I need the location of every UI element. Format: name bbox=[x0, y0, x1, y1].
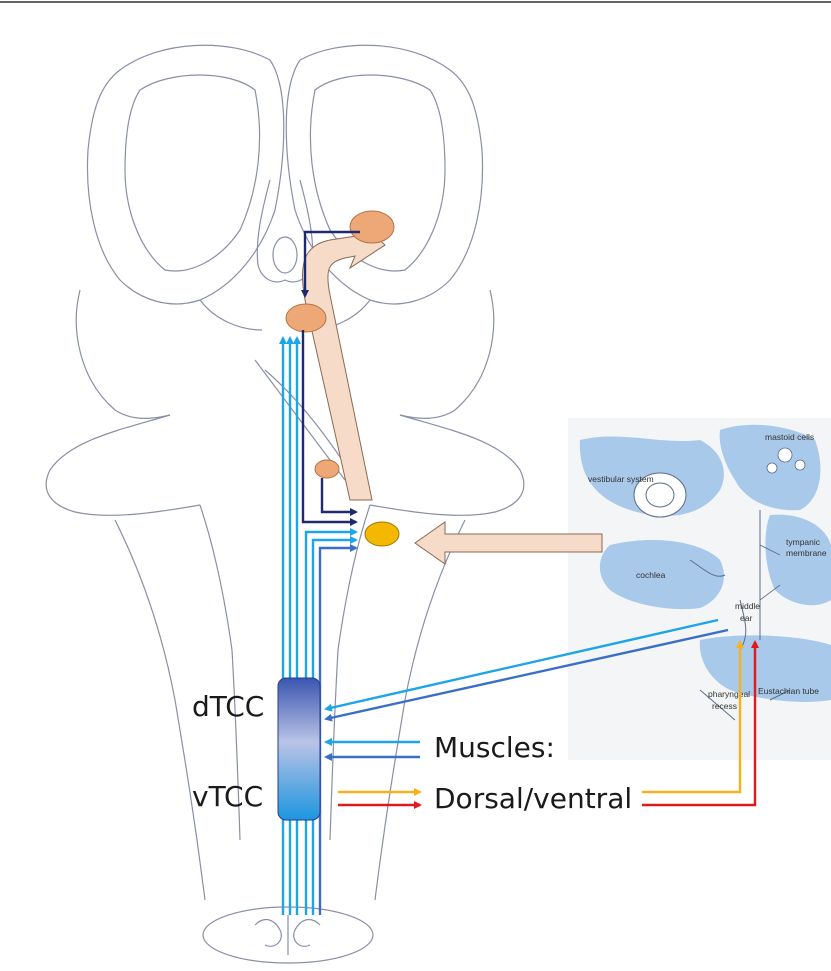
brainstem-outline bbox=[46, 45, 524, 963]
nucleus-small bbox=[315, 460, 339, 478]
ear-label-pharyngeal-1: pharyngeal bbox=[708, 689, 750, 699]
ear-label-vestibular: vestibular system bbox=[588, 474, 654, 484]
label-dtcc: dTCC bbox=[192, 690, 264, 723]
ear-label-tympanic-2: membrane bbox=[786, 548, 827, 558]
ear-label-pharyngeal-2: recess bbox=[712, 701, 737, 711]
peach-arrow-ascending bbox=[302, 222, 385, 500]
ear-label-cochlea: cochlea bbox=[636, 570, 666, 580]
ear-inset: mastoid cells vestibular system tympanic… bbox=[568, 418, 831, 760]
ear-label-eustachian: Eustachian tube bbox=[758, 686, 819, 696]
nucleus-yellow bbox=[365, 522, 399, 546]
ear-label-mastoid: mastoid cells bbox=[765, 432, 814, 442]
ear-label-middle: middle bbox=[735, 601, 760, 611]
ear-label-ear: ear bbox=[740, 613, 752, 623]
nucleus-upper bbox=[350, 211, 394, 243]
nucleus-middle bbox=[286, 304, 326, 332]
label-vtcc: vTCC bbox=[192, 780, 263, 813]
label-muscles: Muscles: bbox=[434, 731, 555, 764]
tcc-column bbox=[278, 678, 320, 820]
ear-label-tympanic-1: tympanic bbox=[786, 537, 821, 547]
label-dorsal-ventral: Dorsal/ventral bbox=[434, 782, 632, 815]
